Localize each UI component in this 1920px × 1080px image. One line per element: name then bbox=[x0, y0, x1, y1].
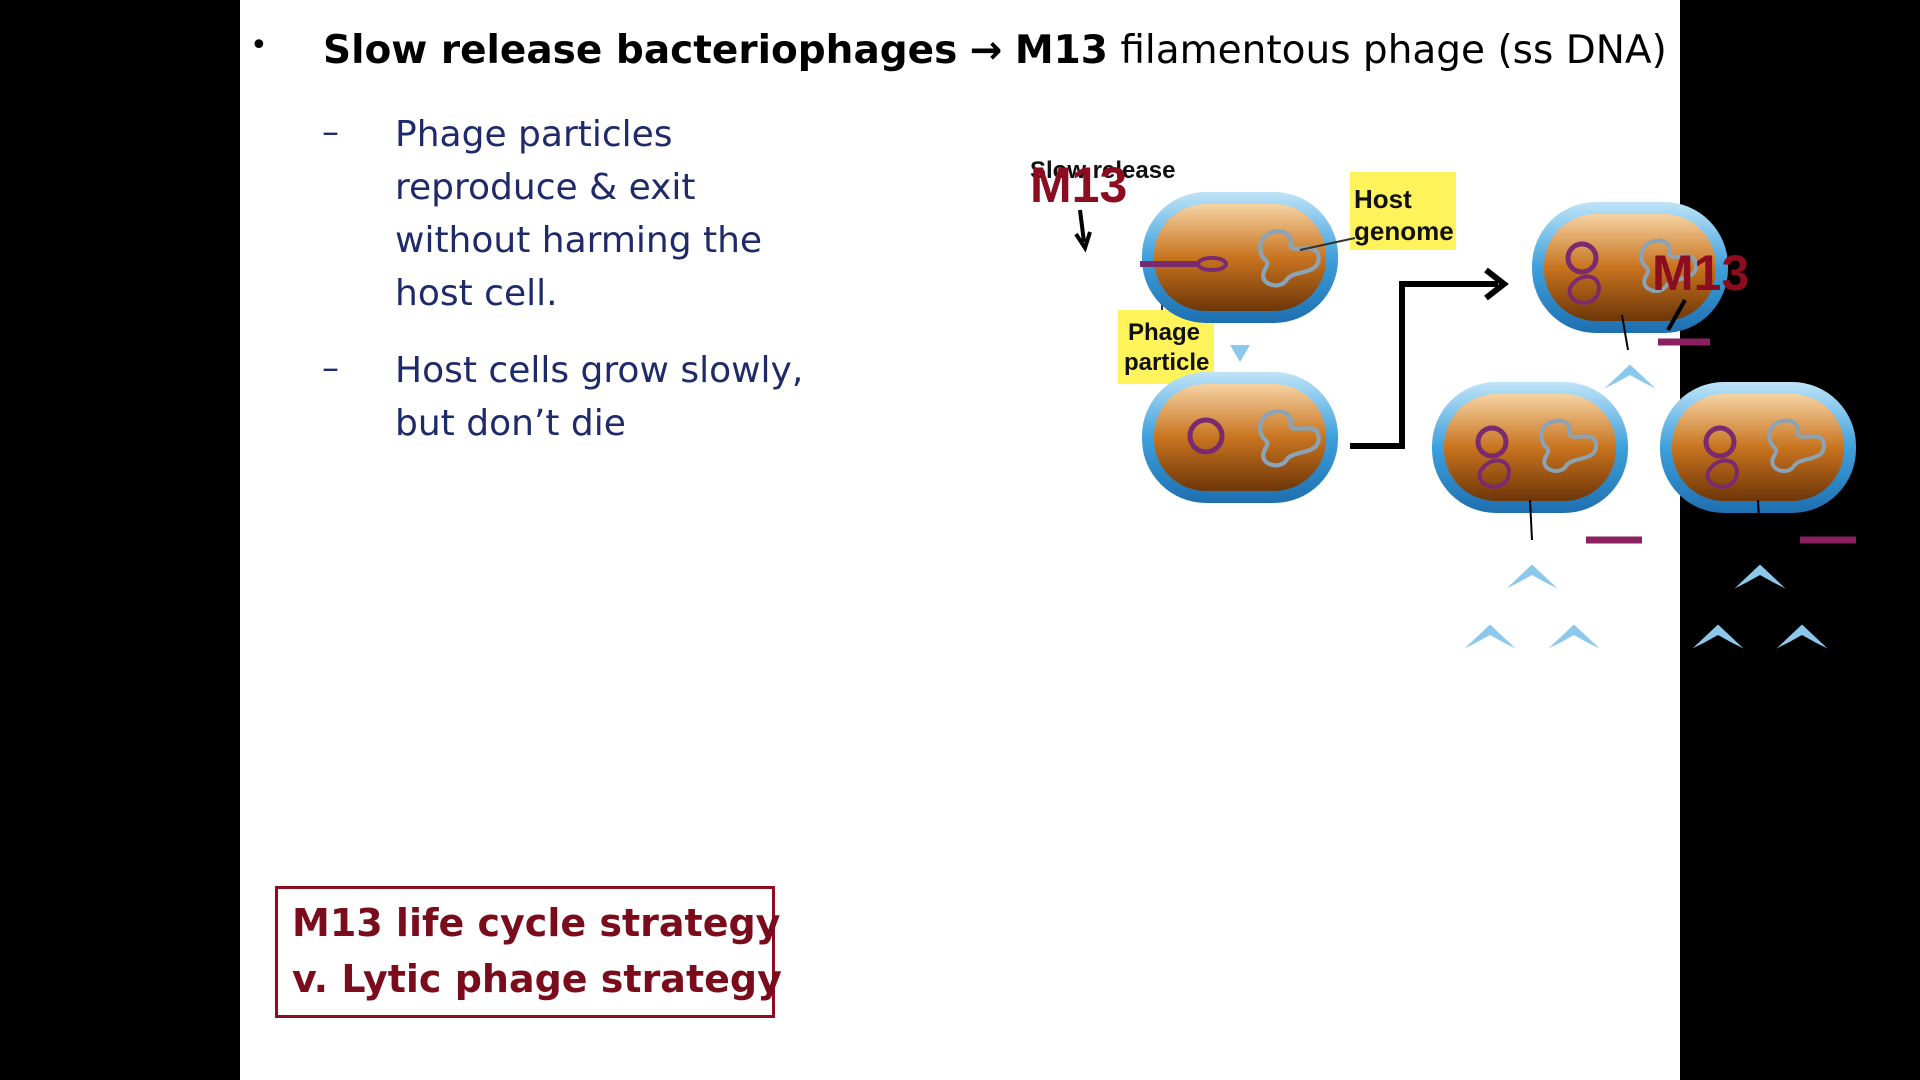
release-arrow-icon bbox=[1464, 624, 1516, 649]
host-genome-label: genome bbox=[1354, 216, 1454, 246]
down-arrow-icon bbox=[1230, 345, 1250, 362]
headline-bold: Slow release bacteriophages bbox=[323, 28, 958, 73]
bacterial-cell bbox=[1142, 372, 1338, 503]
bacterial-cell bbox=[1432, 382, 1628, 513]
release-arrow-icon bbox=[1692, 624, 1744, 649]
phage-dna-circle bbox=[1187, 417, 1225, 455]
headline-arrow: → bbox=[969, 28, 1003, 73]
strategy-box-line-1: M13 life cycle strategy bbox=[292, 901, 781, 945]
strategy-box-line-2: v. Lytic phage strategy bbox=[292, 957, 782, 1001]
release-arrow-icon bbox=[1506, 564, 1558, 589]
host-genome-label: Host bbox=[1354, 184, 1412, 214]
sub-bullet-1: Phage particles reproduce & exit without… bbox=[395, 108, 815, 320]
phage-particle-label: particle bbox=[1124, 349, 1209, 376]
bacterial-cell bbox=[1142, 192, 1338, 323]
release-arrow-icon bbox=[1776, 624, 1828, 649]
sub-bullet-2: Host cells grow slowly, but don’t die bbox=[395, 344, 835, 450]
slow-release-label: Slow release bbox=[1030, 157, 1175, 184]
release-arrow-icon bbox=[1604, 364, 1656, 389]
sub-bullet-1-line: host cell. bbox=[395, 273, 558, 314]
sub-bullet-1-dash: – bbox=[322, 112, 339, 152]
slide-headline: Slow release bacteriophages → M13 filame… bbox=[323, 28, 1667, 73]
m13-label-right: M13 bbox=[1652, 245, 1749, 301]
progression-arrow bbox=[1350, 281, 1498, 449]
m13-pointer-arrow bbox=[1078, 209, 1086, 243]
strategy-box: M13 life cycle strategy v. Lytic phage s… bbox=[275, 886, 782, 1018]
sub-bullet-2-dash: – bbox=[322, 348, 339, 388]
release-arrow-icon bbox=[1734, 564, 1786, 589]
sub-bullet-1-line: Phage particles bbox=[395, 114, 673, 155]
sub-bullet-1-line: without harming the bbox=[395, 220, 763, 261]
m13-label-left: M13 bbox=[1030, 157, 1127, 213]
bacterial-cell bbox=[1660, 382, 1856, 513]
host-genome-callout bbox=[1350, 172, 1456, 250]
slide: • Slow release bacteriophages → M13 fila… bbox=[240, 0, 1856, 1080]
sub-bullet-1-line: reproduce & exit bbox=[395, 167, 696, 208]
bullet-dot: • bbox=[250, 28, 268, 63]
headline-rest: filamentous phage (ss DNA) bbox=[1120, 28, 1667, 73]
headline-phage-name: M13 bbox=[1014, 28, 1108, 73]
sub-bullet-2-line: Host cells grow slowly, bbox=[395, 350, 804, 391]
sub-bullet-2-line: but don’t die bbox=[395, 403, 626, 444]
m13-life-cycle-diagram: Slow release M13 Host genome Phage parti… bbox=[1030, 157, 1856, 649]
release-arrow-icon bbox=[1548, 624, 1600, 649]
phage-particle-label: Phage bbox=[1128, 319, 1200, 346]
